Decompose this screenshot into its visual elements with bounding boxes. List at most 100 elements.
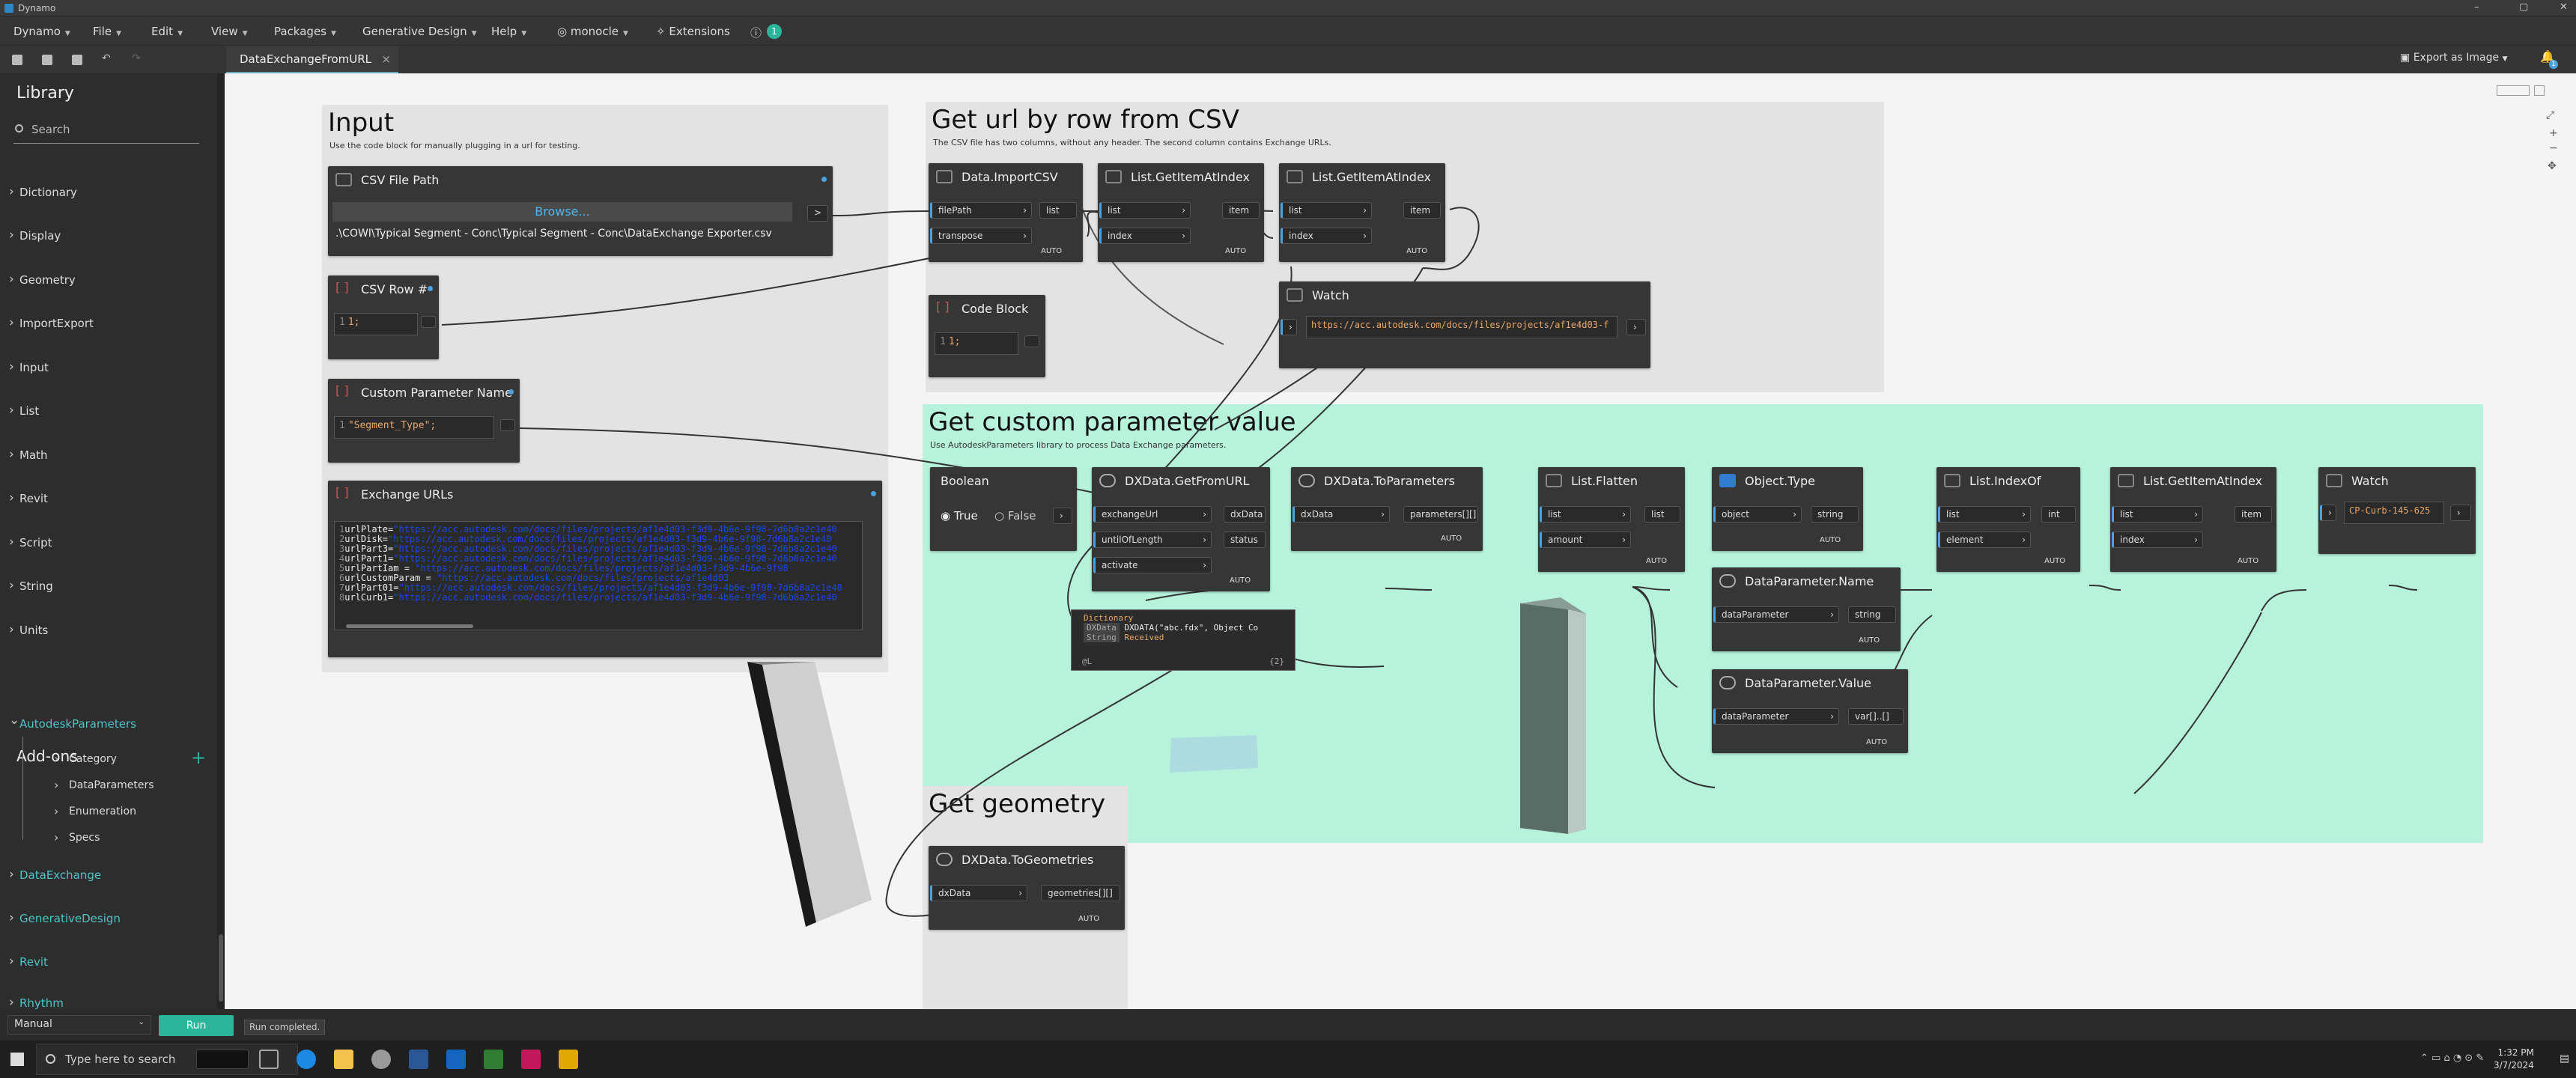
node-header[interactable]: [ ]Code Block	[929, 295, 1045, 322]
node-dataparameter-value[interactable]: DataParameter.Value dataParameter› var[]…	[1712, 669, 1908, 753]
node-list-flatten[interactable]: List.Flatten list› amount› list AUTO	[1538, 467, 1685, 572]
node-header[interactable]: Watch	[1279, 281, 1650, 308]
input-port-dataparameter[interactable]: dataParameter›	[1713, 606, 1839, 623]
library-category-math[interactable]: Math	[9, 447, 47, 462]
input-port[interactable]: ›	[1281, 319, 1297, 335]
library-category-string[interactable]: String	[9, 578, 53, 593]
settings-icon[interactable]	[371, 1050, 391, 1069]
lacing-label[interactable]: AUTO	[1230, 576, 1251, 585]
lacing-label[interactable]: AUTO	[1441, 535, 1462, 543]
library-category-importexport[interactable]: ImportExport	[9, 315, 94, 330]
tab-workspace[interactable]: DataExchangeFromURL×	[226, 46, 398, 73]
node-header[interactable]: Boolean	[930, 467, 1077, 494]
output-port-item[interactable]: item	[2235, 506, 2272, 523]
library-category-input[interactable]: Input	[9, 359, 49, 374]
tab-close-icon[interactable]: ×	[381, 52, 391, 66]
addon-sub-category[interactable]: Category	[54, 752, 117, 766]
close-button[interactable]: ✕	[2560, 1, 2568, 13]
library-category-script[interactable]: Script	[9, 535, 52, 549]
input-port-dxdata[interactable]: dxData›	[1292, 506, 1390, 523]
input-port-activate[interactable]: activate›	[1093, 557, 1212, 573]
graph-view-toggle-icon[interactable]	[2534, 85, 2545, 96]
node-get-item-at-index[interactable]: List.GetItemAtIndex list› index› item AU…	[1279, 163, 1445, 262]
zoom-in-icon[interactable]: +	[2549, 127, 2558, 139]
browse-button[interactable]: Browse...	[332, 202, 792, 222]
node-header[interactable]: List.GetItemAtIndex	[2110, 467, 2276, 494]
addon-sub-enumeration[interactable]: Enumeration	[54, 804, 136, 818]
node-dxdata-get-from-url[interactable]: DXData.GetFromURL exchangeUrl› untilOfLe…	[1092, 467, 1270, 591]
menu-help[interactable]: Help▼	[491, 25, 526, 38]
lacing-label[interactable]: AUTO	[1225, 247, 1247, 255]
input-port-list[interactable]: list›	[1540, 506, 1631, 523]
library-category-geometry[interactable]: Geometry	[9, 272, 76, 287]
node-get-item-at-index[interactable]: List.GetItemAtIndex list› index› item AU…	[2110, 467, 2276, 572]
node-header[interactable]: [ ]Custom Parameter Name	[328, 379, 520, 406]
node-header[interactable]: DXData.ToParameters	[1291, 467, 1483, 494]
node-header[interactable]: DataParameter.Name	[1712, 567, 1901, 594]
addon-rhythm[interactable]: Rhythm	[9, 995, 64, 1010]
node-header[interactable]: List.GetItemAtIndex	[1279, 163, 1445, 190]
lacing-label[interactable]: AUTO	[1041, 247, 1063, 255]
library-category-units[interactable]: Units	[9, 622, 48, 637]
addon-dataexchange[interactable]: DataExchange	[9, 867, 101, 882]
input-port-transpose[interactable]: transpose›	[930, 228, 1032, 244]
run-mode-select[interactable]: Manual⌄	[7, 1015, 151, 1035]
input-port-list[interactable]: list›	[1099, 202, 1191, 219]
node-header[interactable]: List.Flatten	[1538, 467, 1685, 494]
false-radio[interactable]: ○ False	[994, 509, 1036, 523]
lacing-label[interactable]: AUTO	[1646, 557, 1668, 565]
lacing-label[interactable]: AUTO	[1406, 247, 1428, 255]
zoom-fit-icon[interactable]: ⤢	[2546, 109, 2555, 121]
minimize-button[interactable]: –	[2474, 1, 2479, 13]
taskbar-search-input[interactable]: Type here to search	[36, 1044, 298, 1075]
output-port-item[interactable]: item	[1403, 202, 1441, 219]
node-dxdata-to-geometries[interactable]: DXData.ToGeometries dxData› geometries[]…	[929, 846, 1125, 930]
node-header[interactable]: List.GetItemAtIndex	[1098, 163, 1264, 190]
node-import-csv[interactable]: Data.ImportCSV filePath› transpose› list…	[929, 163, 1083, 262]
input-port-list[interactable]: list›	[1281, 202, 1372, 219]
node-list-index-of[interactable]: List.IndexOf list› element› int AUTO	[1936, 467, 2080, 572]
system-tray-icons[interactable]: ⌃ ▭ ⌂ ◔ ⊙ ✎	[2420, 1053, 2485, 1064]
output-port-dxdata[interactable]: dxData	[1224, 506, 1266, 523]
pan-icon[interactable]: ✥	[2548, 160, 2557, 172]
output-port-list[interactable]: list	[1039, 202, 1077, 219]
excel-icon[interactable]	[484, 1050, 503, 1069]
node-header[interactable]: DataParameter.Value	[1712, 669, 1908, 696]
run-button[interactable]: Run	[159, 1015, 234, 1036]
file-explorer-icon[interactable]	[334, 1050, 353, 1069]
input-port-index[interactable]: index›	[2112, 532, 2203, 548]
node-header[interactable]: [ ]Exchange URLs	[328, 481, 882, 508]
input-port-object[interactable]: object›	[1713, 506, 1802, 523]
output-port-int[interactable]: int	[2041, 506, 2076, 523]
menu-view[interactable]: View▼	[211, 25, 248, 38]
output-port[interactable]	[500, 419, 515, 431]
menu-packages[interactable]: Packages▼	[274, 25, 336, 38]
input-port-element[interactable]: element›	[1938, 532, 2031, 548]
node-header[interactable]: List.IndexOf	[1936, 467, 2080, 494]
windows-start-icon[interactable]	[10, 1053, 24, 1066]
node-watch[interactable]: Watch › https://acc.autodesk.com/docs/fi…	[1279, 281, 1650, 368]
lacing-label[interactable]: AUTO	[1078, 915, 1100, 923]
notification-center-icon[interactable]: ▤	[2560, 1053, 2570, 1065]
output-port-item[interactable]: item	[1222, 202, 1260, 219]
undo-icon[interactable]: ↶	[102, 52, 111, 64]
output-port[interactable]	[421, 316, 436, 328]
addon-autodeskparameters[interactable]: AutodeskParameters	[9, 713, 136, 731]
app-icon[interactable]	[559, 1050, 578, 1069]
input-port-index[interactable]: index›	[1099, 228, 1191, 244]
node-header[interactable]: [ ]CSV Row #	[328, 275, 439, 302]
node-csv-file-path[interactable]: CSV File Path Browse... .\COWI\Typical S…	[328, 166, 833, 256]
output-port[interactable]: ›	[1053, 508, 1072, 524]
output-port-var[interactable]: var[]..[]	[1848, 708, 1904, 725]
node-custom-parameter-name[interactable]: [ ]Custom Parameter Name 1"Segment_Type"…	[328, 379, 520, 463]
node-header[interactable]: DXData.GetFromURL	[1092, 467, 1270, 494]
edge-browser-icon[interactable]	[297, 1050, 316, 1069]
input-port-filepath[interactable]: filePath›	[930, 202, 1032, 219]
add-icon[interactable]: +	[191, 747, 207, 768]
node-dxdata-to-parameters[interactable]: DXData.ToParameters dxData› parameters[]…	[1291, 467, 1483, 551]
output-port[interactable]	[1024, 335, 1039, 347]
